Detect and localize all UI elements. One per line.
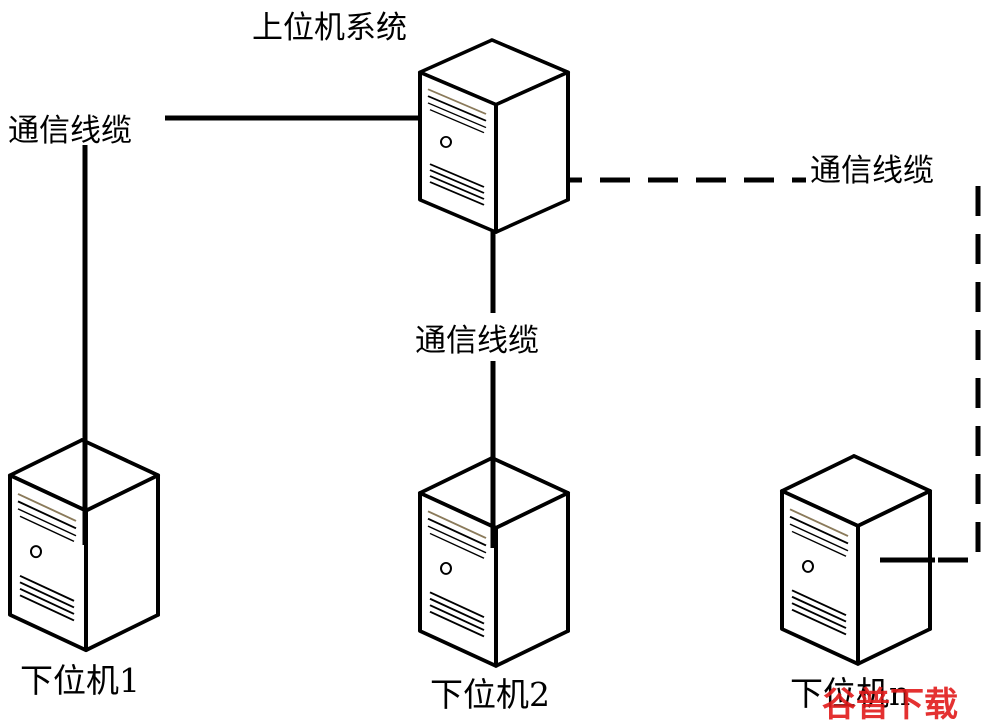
watermark-text: 谷普下载 <box>822 685 958 724</box>
cable-label-1: 通信线缆 <box>8 113 132 149</box>
node-2-label: 下位机2 <box>430 675 550 714</box>
node-1-label: 下位机1 <box>20 661 140 700</box>
host-label: 上位机系统 <box>252 10 407 46</box>
cable-label-3: 通信线缆 <box>810 153 934 189</box>
node-2: 下位机2 <box>418 456 570 714</box>
cable-line-3-dashed <box>552 177 981 563</box>
host-server-icon <box>418 38 570 235</box>
node-n: 下位机n <box>780 454 935 713</box>
node-n-label: 下位机n <box>790 674 910 713</box>
cable-label-2: 通信线缆 <box>415 323 539 359</box>
host-server: 上位机系统 <box>252 10 570 235</box>
cable-labels: 通信线缆 通信线缆 通信线缆 <box>5 100 972 361</box>
node-1: 下位机1 <box>8 438 160 700</box>
